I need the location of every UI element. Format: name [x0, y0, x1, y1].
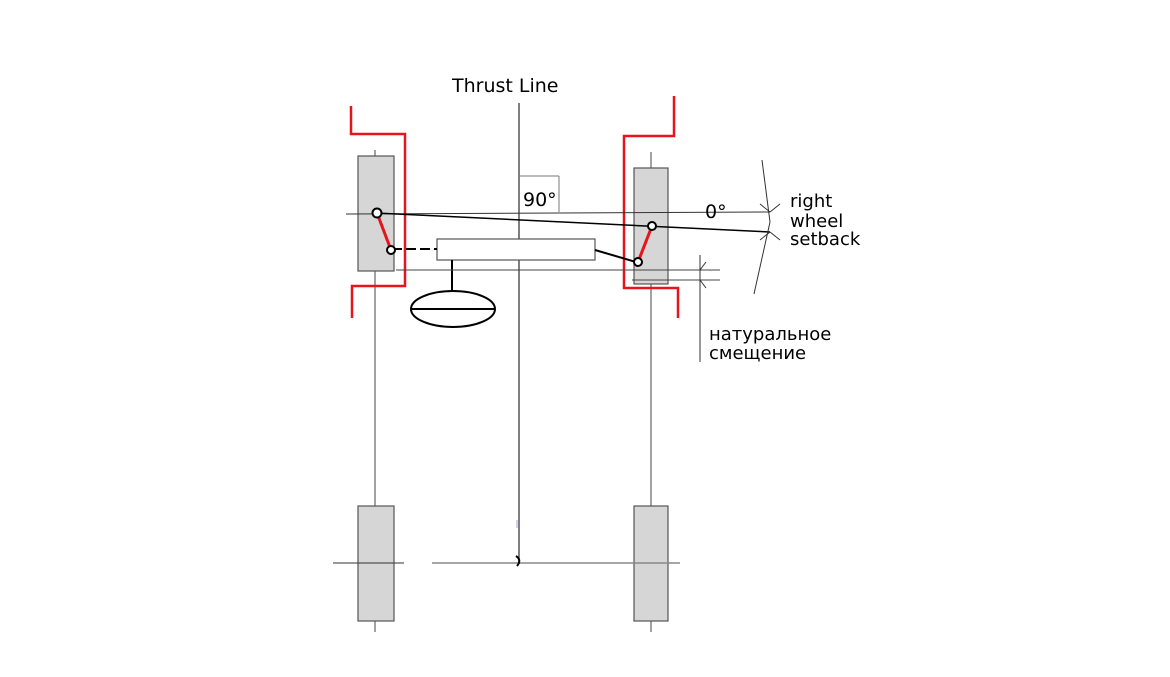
right-upper-pivot	[647, 221, 657, 231]
right-tie-rod	[594, 249, 637, 263]
left-upper-pivot	[371, 207, 383, 219]
right-frame-bracket	[622, 96, 680, 318]
setback-label-line3: setback	[790, 229, 861, 250]
steering-rack	[436, 238, 596, 261]
natural-offset-arrow-a	[699, 261, 707, 271]
setback-label-line1: right	[790, 191, 832, 212]
natural-offset-arrow-b	[699, 279, 707, 289]
setback-arrow-a	[759, 203, 771, 213]
right-lower-pivot	[633, 257, 643, 267]
setback-arrow-b	[759, 231, 771, 241]
angle-90-label: 90°	[523, 189, 557, 211]
rear-center-pivot	[515, 555, 521, 567]
setback-arrow-c	[769, 203, 781, 213]
setback-arrow-d	[769, 231, 781, 241]
right-steering-arm	[636, 225, 654, 263]
natural-offset-label-line1: натуральное	[709, 324, 831, 345]
front-axle-line	[376, 212, 771, 233]
setback-dim-line	[761, 159, 771, 223]
left-steering-arm	[375, 212, 393, 251]
left-lower-pivot	[386, 245, 396, 255]
natural-offset-label-line2: смещение	[709, 343, 806, 364]
left-frame-bracket	[349, 106, 407, 318]
reference-line	[345, 211, 771, 215]
angle-0-label: 0°	[705, 201, 727, 223]
thrust-line-label: Thrust Line	[451, 75, 559, 97]
setback-label-line2: wheel	[790, 211, 843, 232]
setback-dim-line-lower	[753, 221, 771, 295]
